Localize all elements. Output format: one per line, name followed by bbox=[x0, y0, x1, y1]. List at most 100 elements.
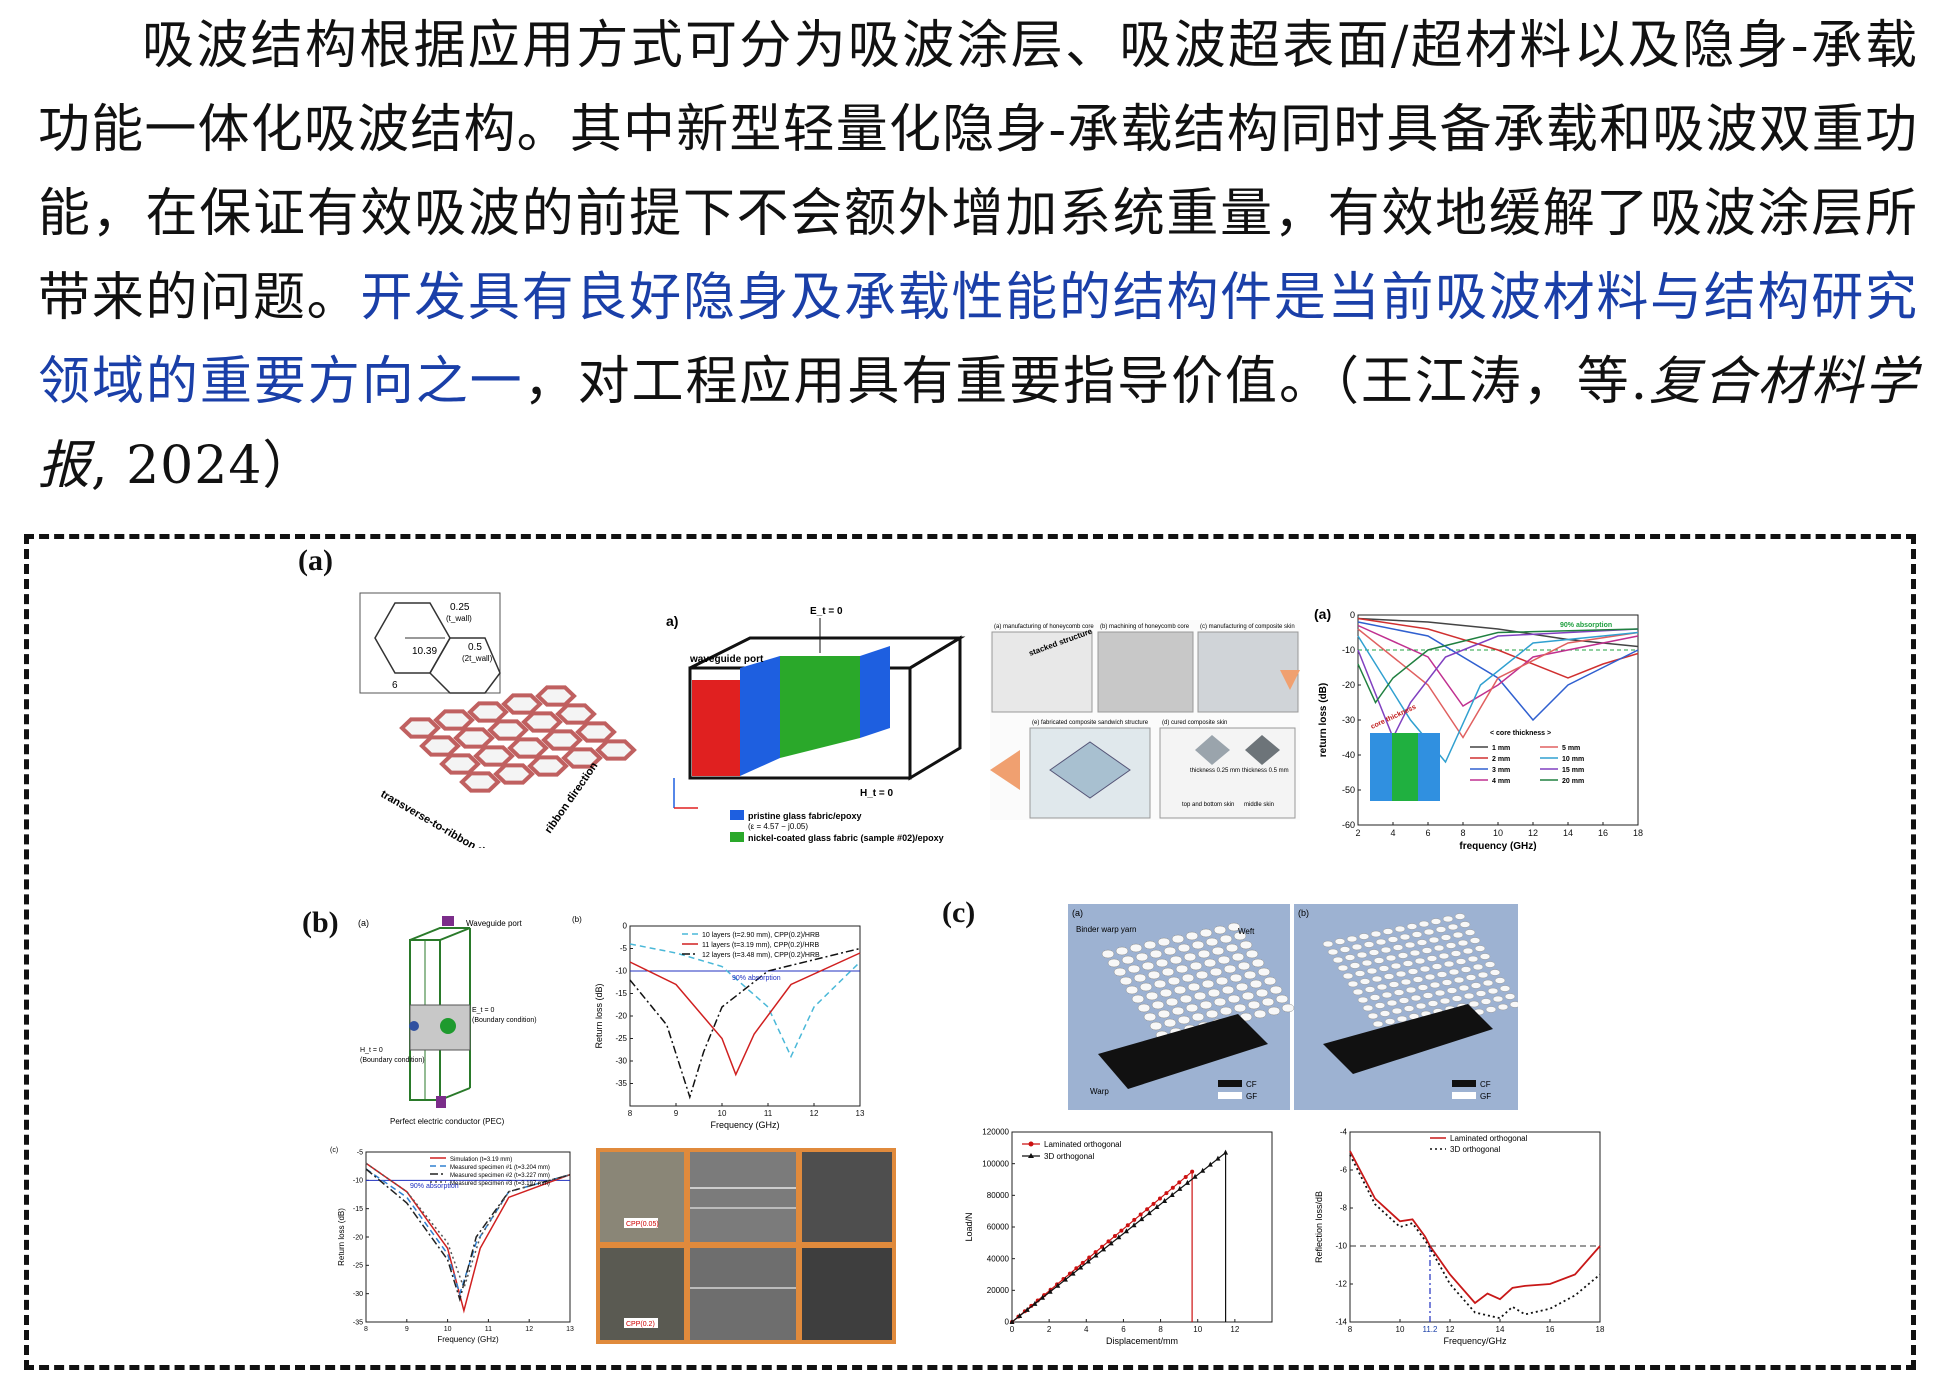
yarn bbox=[1135, 952, 1149, 962]
gf-label: GF bbox=[1246, 1092, 1257, 1101]
yarn bbox=[1219, 934, 1233, 944]
data-point bbox=[1157, 1196, 1162, 1201]
yarn bbox=[1419, 965, 1431, 973]
yarn bbox=[1464, 929, 1476, 936]
yarn bbox=[1445, 942, 1457, 949]
data-point bbox=[1169, 1191, 1175, 1197]
yarn bbox=[1281, 1003, 1295, 1013]
data-point bbox=[1062, 1276, 1068, 1282]
yarn bbox=[1398, 997, 1410, 1004]
yarn bbox=[1396, 1015, 1408, 1023]
yarn bbox=[1394, 925, 1406, 933]
yarn bbox=[1446, 987, 1458, 994]
yarn bbox=[1418, 920, 1430, 928]
yarn bbox=[1115, 946, 1129, 956]
series-line bbox=[1357, 628, 1639, 740]
yarn bbox=[1149, 949, 1163, 959]
yarn bbox=[1255, 988, 1269, 998]
yarn bbox=[1129, 943, 1143, 953]
data-point bbox=[1055, 1282, 1061, 1288]
paragraph-text-2: ，对工程应用具有重要指导价值。（王江涛，等. bbox=[523, 352, 1649, 412]
yarn bbox=[1399, 933, 1411, 941]
yarn bbox=[1257, 967, 1271, 977]
y-tick-label: -30 bbox=[353, 1291, 363, 1298]
yarn bbox=[1247, 1000, 1261, 1010]
yarn bbox=[1428, 936, 1440, 944]
legend-entry: 3 mm bbox=[1492, 767, 1510, 774]
chart-sublabel: (a) bbox=[1314, 606, 1331, 622]
y-tick-label: -10 bbox=[1342, 645, 1355, 655]
yarn bbox=[1427, 1000, 1439, 1007]
yarn bbox=[1153, 979, 1167, 989]
y-tick-label: -20 bbox=[615, 1012, 627, 1021]
series-line bbox=[1357, 624, 1639, 707]
data-point bbox=[1040, 1294, 1046, 1300]
y-axis-label: Load/N bbox=[964, 1212, 974, 1241]
yarn bbox=[1177, 1015, 1191, 1025]
yarn bbox=[1187, 982, 1201, 992]
yarn bbox=[1201, 979, 1215, 989]
yarn bbox=[1171, 934, 1185, 944]
yarn bbox=[1439, 997, 1451, 1005]
y-tick-label: -12 bbox=[1335, 1280, 1347, 1289]
yarn bbox=[1189, 961, 1203, 971]
honeycomb-diagram: 0.25 (t_wall) 0.5 (2t_wall) 10.39 6 ribb… bbox=[350, 588, 650, 877]
y-tick-label: 0 bbox=[1005, 1318, 1010, 1327]
y-tick-label: -5 bbox=[357, 1149, 363, 1156]
x-tick-label: 13 bbox=[856, 1109, 865, 1118]
yarn bbox=[1474, 945, 1486, 952]
data-point bbox=[1017, 1312, 1023, 1318]
data-point bbox=[1078, 1264, 1084, 1270]
legend-entry: 10 layers (t=2.90 mm), CPP(0.2)/HRB bbox=[702, 932, 820, 939]
x-tick-label: 6 bbox=[1425, 828, 1430, 838]
legend-entry: Measured specimen #1 (t=3.204 mm) bbox=[450, 1165, 550, 1171]
x-tick-label: 4 bbox=[1084, 1325, 1089, 1334]
yarn bbox=[1424, 973, 1436, 981]
yarn bbox=[1426, 955, 1438, 962]
yarn bbox=[1468, 1000, 1480, 1008]
y-tick-label: -25 bbox=[615, 1034, 627, 1043]
yarn bbox=[1497, 1003, 1509, 1011]
yarn bbox=[1147, 970, 1161, 980]
yarn bbox=[1354, 970, 1366, 977]
honeycomb-cell bbox=[473, 745, 515, 767]
yarn bbox=[1436, 971, 1448, 978]
y-tick-label: -30 bbox=[615, 1057, 627, 1066]
transverse-direction-label: transverse-to-ribbon direction bbox=[379, 788, 521, 848]
sem-photo-panel: CPP(0.05) CPP(0.2) bbox=[596, 1148, 896, 1344]
yarn bbox=[1185, 1003, 1199, 1013]
b-ht: H_t = 0 bbox=[360, 1047, 383, 1054]
legend-entry: 12 layers (t=3.48 mm), CPP(0.2)/HRB bbox=[702, 952, 820, 959]
yarn bbox=[1448, 968, 1460, 976]
yarn bbox=[1414, 957, 1426, 965]
yarn bbox=[1382, 928, 1394, 935]
pec-label: Perfect electric conductor (PEC) bbox=[390, 1117, 505, 1126]
x-tick-label: 9 bbox=[405, 1326, 409, 1333]
y-tick-label: -20 bbox=[1342, 680, 1355, 690]
yarn bbox=[1388, 981, 1400, 988]
data-point bbox=[1112, 1234, 1117, 1239]
yarn bbox=[1149, 1021, 1163, 1031]
x-tick-label: 2 bbox=[1047, 1325, 1052, 1334]
yarn bbox=[1337, 964, 1349, 972]
series-line bbox=[365, 1162, 571, 1314]
legend-marker bbox=[1028, 1153, 1034, 1158]
data-point bbox=[1032, 1300, 1038, 1306]
data-point bbox=[1184, 1179, 1190, 1185]
dim-wall: 0.25 bbox=[450, 602, 470, 613]
yarn bbox=[1450, 950, 1462, 957]
x-tick-label: 0 bbox=[1010, 1325, 1015, 1334]
yarn bbox=[1373, 957, 1385, 964]
yarn bbox=[1455, 958, 1467, 965]
dim-cell: 10.39 bbox=[412, 646, 437, 657]
yarn bbox=[1363, 941, 1375, 948]
x-tick-label: 9 bbox=[674, 1109, 679, 1118]
yarn bbox=[1384, 1018, 1396, 1025]
honeycomb-cell bbox=[419, 735, 461, 757]
yarn bbox=[1145, 991, 1159, 1001]
x-axis-label: Frequency (GHz) bbox=[710, 1120, 779, 1130]
x-tick-label: 12 bbox=[1528, 828, 1538, 838]
honeycomb-cell bbox=[433, 709, 475, 731]
y-tick-label: -20 bbox=[353, 1234, 363, 1241]
weave-structure-laminated bbox=[1322, 913, 1521, 1074]
